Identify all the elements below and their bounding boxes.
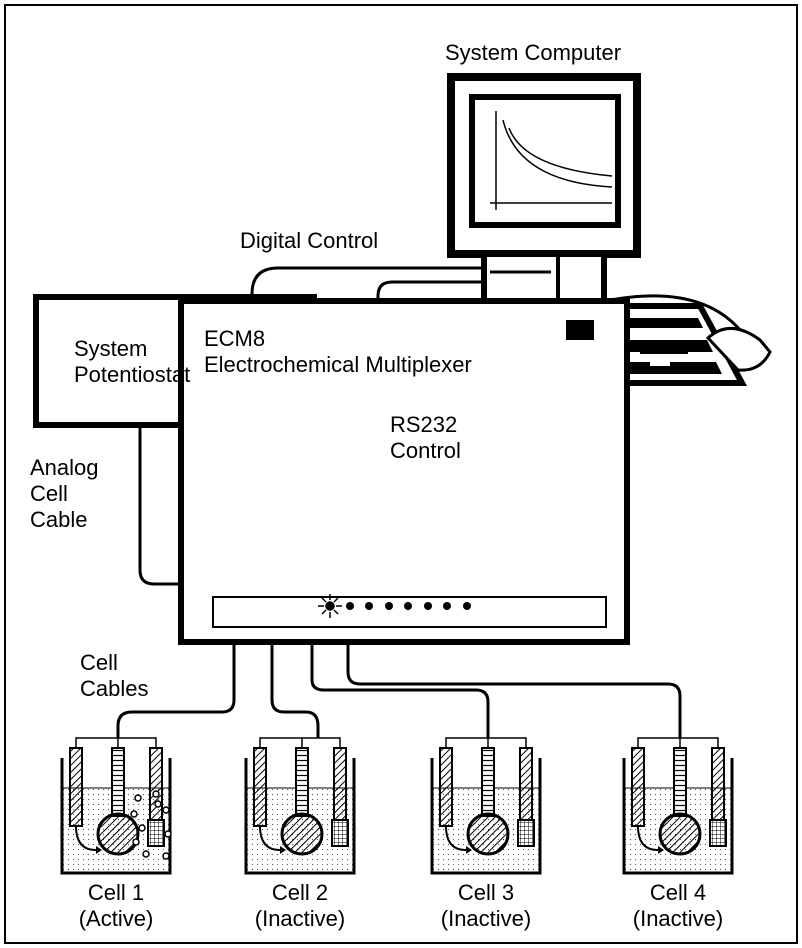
cell-2-working-electrode bbox=[295, 747, 309, 817]
multiplexer-indicator bbox=[566, 320, 594, 340]
mouse-cord bbox=[609, 294, 742, 331]
cell-1-name: Cell 1 bbox=[87, 880, 145, 905]
cell-3-counter-electrode bbox=[519, 747, 533, 824]
cell-1-status: (Active) bbox=[78, 906, 154, 931]
analog-cable-label-line2: Cell bbox=[30, 481, 68, 506]
potentiostat-label-line2: Potentiostat bbox=[74, 362, 191, 387]
cell-cables-label-line2: Cables bbox=[80, 676, 149, 701]
screen-decay-curve-2 bbox=[508, 127, 613, 177]
cell-1-beaker bbox=[60, 758, 172, 875]
cell-3-leads bbox=[445, 737, 527, 748]
cell-4 bbox=[622, 737, 734, 875]
cell-4-working-disk bbox=[658, 812, 702, 856]
cell-1-reference-electrode bbox=[69, 747, 83, 827]
cell-cable-1 bbox=[116, 645, 236, 738]
rs232-label-line2: Control bbox=[390, 438, 461, 463]
cell-3-working-disk bbox=[466, 812, 510, 856]
cell-1-working-disk bbox=[96, 812, 140, 856]
cell-2-name: Cell 2 bbox=[271, 880, 329, 905]
mouse bbox=[705, 327, 772, 372]
analog-cable-label-line3: Cable bbox=[30, 507, 88, 532]
cell-4-leads bbox=[637, 737, 719, 748]
cell-2 bbox=[244, 737, 356, 875]
multiplexer-body bbox=[178, 298, 630, 645]
cell-4-beaker bbox=[622, 758, 734, 875]
analog-cable-label-line1: Analog bbox=[30, 455, 99, 480]
cell-3-beaker bbox=[430, 758, 542, 875]
cell-2-working-disk bbox=[280, 812, 324, 856]
cell-4-working-electrode bbox=[673, 747, 687, 817]
cell-1-bubbles bbox=[130, 790, 172, 860]
digital-control-cable bbox=[250, 266, 484, 295]
analog-cell-cable bbox=[138, 426, 182, 586]
cell-1 bbox=[60, 737, 172, 875]
screen-decay-curve bbox=[502, 119, 613, 188]
cell-4-counter-electrode bbox=[711, 747, 725, 824]
channel-panel bbox=[212, 596, 607, 628]
cell-2-status: (Inactive) bbox=[254, 906, 346, 931]
cell-2-reference-electrode bbox=[253, 747, 267, 827]
rs232-label-line1: RS232 bbox=[390, 412, 458, 437]
cell-4-status: (Inactive) bbox=[632, 906, 724, 931]
cell-3-name: Cell 3 bbox=[457, 880, 515, 905]
cell-3-reference-electrode bbox=[439, 747, 453, 827]
outer-border bbox=[4, 4, 798, 944]
cell-4-reference-electrode bbox=[631, 747, 645, 827]
connecting-cables bbox=[116, 266, 682, 738]
rs232-control-cable bbox=[376, 280, 484, 299]
system-computer-label: System Computer bbox=[445, 40, 622, 65]
cell-1-counter-electrode bbox=[149, 747, 163, 824]
cell-4-name: Cell 4 bbox=[649, 880, 707, 905]
cell-cable-4 bbox=[346, 645, 682, 738]
multiplexer-label-line1: ECM8 bbox=[204, 326, 266, 351]
cell-cables-label-line1: Cell bbox=[80, 650, 118, 675]
active-channel-light bbox=[318, 594, 342, 618]
cell-cable-2 bbox=[270, 645, 320, 738]
cell-2-beaker bbox=[244, 758, 356, 875]
cell-1-working-electrode bbox=[111, 747, 125, 817]
multiplexer-label-line2: Electrochemical Multiplexer bbox=[204, 352, 472, 377]
cell-2-counter-electrode bbox=[333, 747, 347, 824]
ecm8-multiplexer bbox=[178, 298, 630, 645]
cell-cable-3 bbox=[310, 645, 490, 738]
cell-3-status: (Inactive) bbox=[440, 906, 532, 931]
digital-control-label: Digital Control bbox=[240, 228, 379, 253]
monitor-neck bbox=[481, 251, 607, 305]
cell-1-leads bbox=[75, 737, 157, 748]
potentiostat-label-line1: System bbox=[74, 336, 148, 361]
channel-lights bbox=[346, 602, 471, 610]
cell-2-leads bbox=[259, 737, 341, 748]
cell-3-working-electrode bbox=[481, 747, 495, 817]
cell-3 bbox=[430, 737, 542, 875]
